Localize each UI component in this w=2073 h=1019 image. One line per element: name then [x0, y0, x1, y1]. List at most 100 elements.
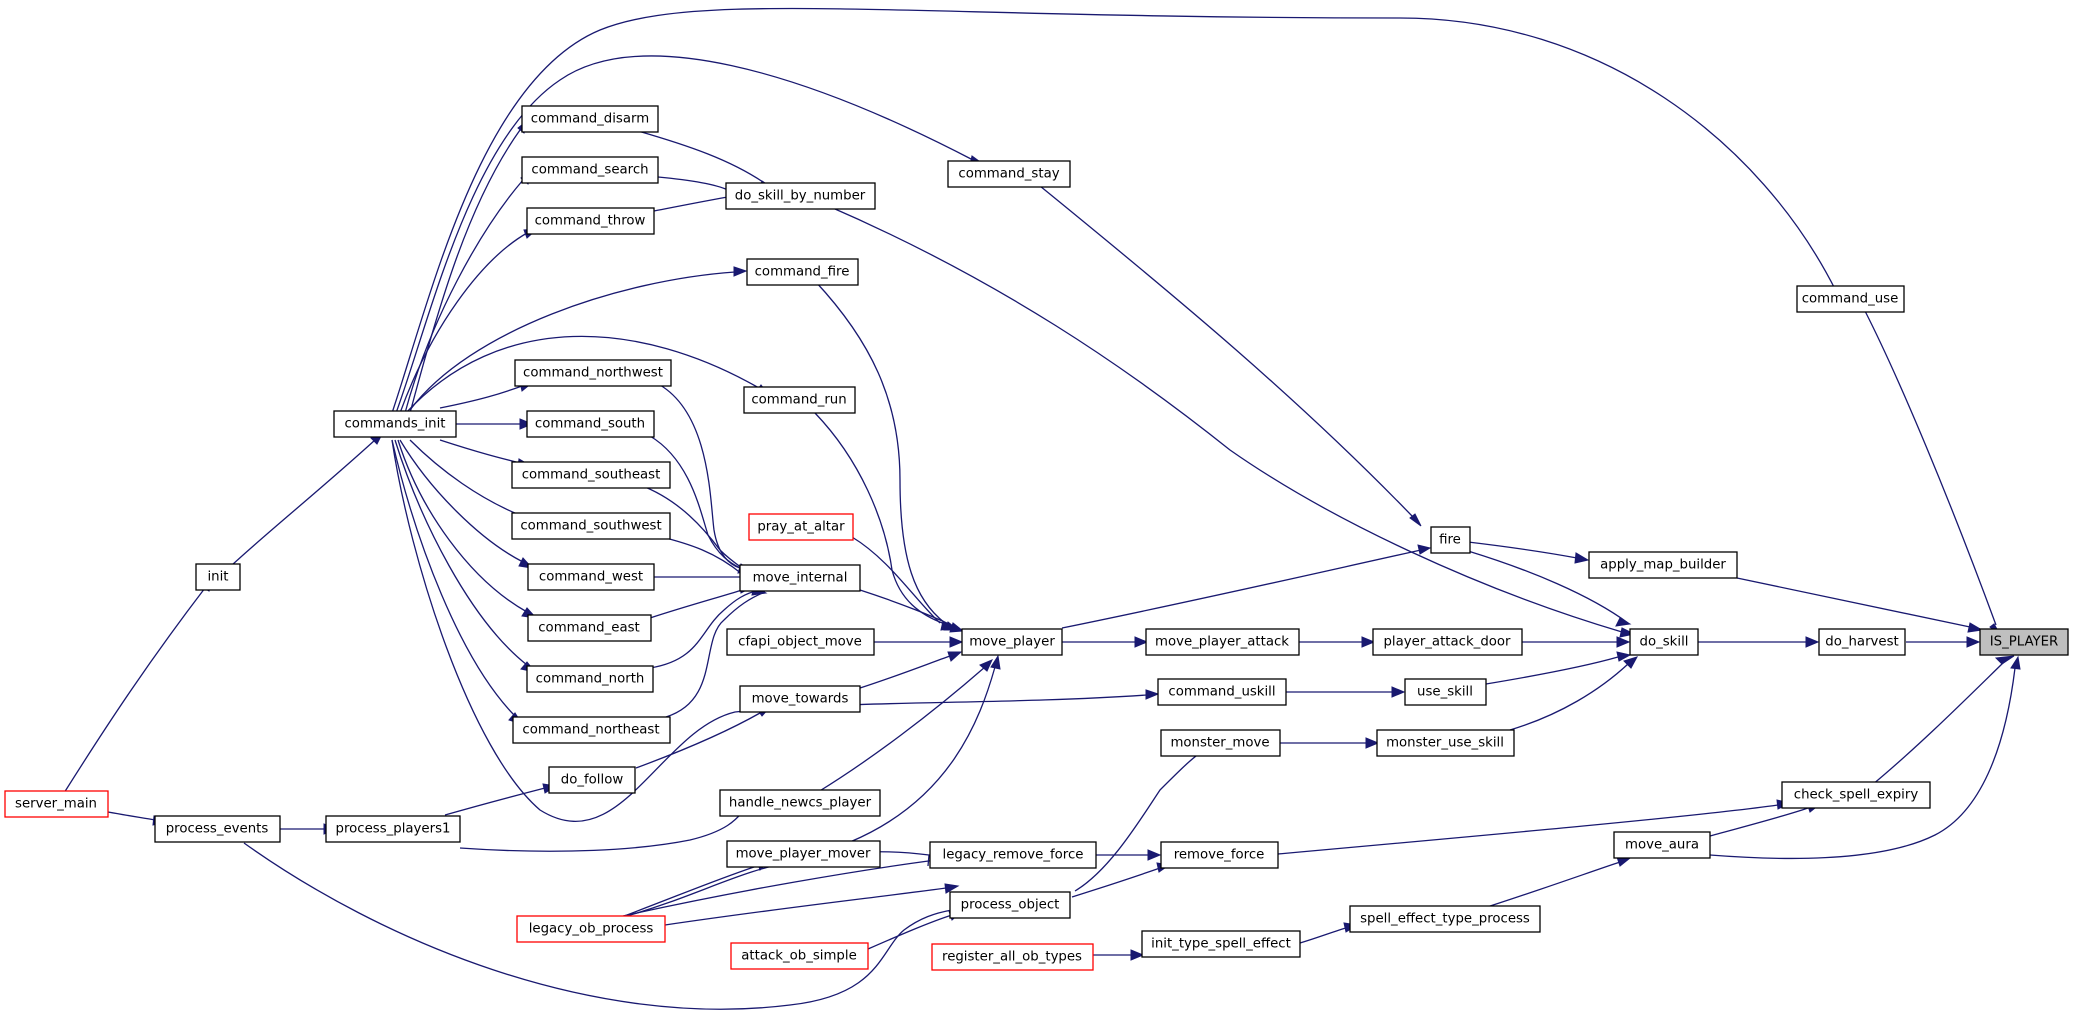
node-is-player[interactable]: IS_PLAYER: [1979, 628, 2069, 656]
node-label: command_north: [536, 672, 645, 687]
node-command-northwest[interactable]: command_northwest: [514, 359, 672, 387]
node-move-towards[interactable]: move_towards: [739, 685, 861, 713]
edge-attack_ob_simple-process_object: [867, 914, 953, 950]
node-process-players1[interactable]: process_players1: [325, 815, 461, 843]
node-move-player-attack[interactable]: move_player_attack: [1145, 628, 1300, 656]
edge-command_search-do_skill_by_number: [657, 176, 729, 191]
node-command-uskill[interactable]: command_uskill: [1157, 678, 1287, 706]
node-cfapi-object-move[interactable]: cfapi_object_move: [726, 628, 875, 656]
node-monster-move[interactable]: monster_move: [1160, 729, 1281, 757]
edge-process_object-remove_force: [1071, 867, 1161, 898]
node-command-run[interactable]: command_run: [743, 386, 856, 414]
node-use-skill[interactable]: use_skill: [1404, 678, 1487, 706]
node-command-throw[interactable]: command_throw: [526, 207, 655, 235]
node-do-skill-by-number[interactable]: do_skill_by_number: [725, 182, 876, 210]
edge-command_northwest-move_internal: [659, 384, 741, 569]
node-command-fire[interactable]: command_fire: [746, 258, 859, 286]
node-move-aura[interactable]: move_aura: [1613, 831, 1711, 859]
node-fire[interactable]: fire: [1430, 526, 1471, 554]
node-move-player-mover[interactable]: move_player_mover: [726, 840, 881, 868]
node-register-all-ob-types[interactable]: register_all_ob_types: [931, 943, 1094, 971]
node-init[interactable]: init: [195, 563, 241, 591]
edge-command_throw-do_skill_by_number: [653, 196, 729, 212]
node-label: server_main: [15, 797, 97, 812]
edge-commands_init-command_search: [404, 179, 524, 414]
edge-commands_init-command_stay: [395, 55, 974, 414]
node-label: handle_newcs_player: [729, 796, 872, 811]
node-label: command_northeast: [522, 723, 659, 738]
node-do-follow[interactable]: do_follow: [548, 766, 636, 794]
edge-check_spell_expiry-is_player: [1871, 661, 2005, 786]
node-pray-at-altar[interactable]: pray_at_altar: [748, 513, 854, 541]
node-label: attack_ob_simple: [741, 949, 857, 964]
graph-edges: [63, 7, 2016, 1010]
node-command-southwest[interactable]: command_southwest: [511, 512, 671, 540]
edge-init-commands_init: [231, 439, 376, 566]
node-command-search[interactable]: command_search: [521, 156, 659, 184]
edge-process_object-monster_move: [1074, 749, 1206, 892]
node-handle-newcs-player[interactable]: handle_newcs_player: [719, 789, 881, 817]
arrow-do_harvest: [1805, 636, 1820, 648]
node-check-spell-expiry[interactable]: check_spell_expiry: [1781, 781, 1931, 809]
node-spell-effect-type-process[interactable]: spell_effect_type_process: [1349, 905, 1541, 933]
node-move-player[interactable]: move_player: [961, 628, 1063, 656]
node-command-use[interactable]: command_use: [1796, 285, 1905, 313]
node-label: move_player: [969, 635, 1055, 650]
node-label: move_aura: [1625, 838, 1699, 853]
node-move-internal[interactable]: move_internal: [739, 564, 861, 592]
edge-command_north-move_internal: [649, 589, 761, 669]
node-player-attack-door[interactable]: player_attack_door: [1372, 628, 1523, 656]
node-legacy-ob-process[interactable]: legacy_ob_process: [516, 915, 666, 943]
arrow-remove_force: [1147, 849, 1162, 861]
arrow-move_player-6: [990, 654, 1001, 670]
node-server-main[interactable]: server_main: [4, 790, 109, 818]
node-command-disarm[interactable]: command_disarm: [521, 105, 659, 133]
node-label: do_harvest: [1825, 635, 1898, 650]
node-legacy-remove-force[interactable]: legacy_remove_force: [929, 841, 1097, 869]
node-label: move_internal: [753, 571, 848, 586]
node-command-northeast[interactable]: command_northeast: [512, 716, 671, 744]
node-do-harvest[interactable]: do_harvest: [1818, 628, 1906, 656]
node-command-west[interactable]: command_west: [527, 563, 655, 591]
edge-move_towards-move_player: [859, 655, 951, 689]
node-do-skill[interactable]: do_skill: [1629, 628, 1699, 656]
node-apply-map-builder[interactable]: apply_map_builder: [1588, 551, 1738, 579]
node-label: do_follow: [561, 773, 624, 788]
node-process-object[interactable]: process_object: [949, 891, 1071, 919]
edge-apply_map_builder-is_player: [1736, 577, 1971, 628]
edge-legacy_ob_process-legacy_remove_force: [622, 859, 937, 917]
arrow-is_player-4: [1994, 655, 2015, 665]
arrow-is_player: [1966, 636, 1981, 648]
edge-move_player_mover-move_player: [849, 666, 996, 843]
edge-commands_init-command_northeast: [391, 439, 516, 717]
node-command-southeast[interactable]: command_southeast: [511, 461, 671, 489]
node-label: command_stay: [958, 167, 1059, 182]
edge-fire-apply_map_builder: [1467, 541, 1578, 559]
arrow-move_player-5: [979, 659, 993, 672]
edge-command_southwest-move_internal: [657, 535, 743, 575]
arrow-monster_use_skill: [1365, 737, 1380, 749]
edge-commands_init-command_uskill: [391, 439, 1148, 822]
edge-commands_init-command_southwest: [409, 439, 528, 519]
node-init-type-spell-effect[interactable]: init_type_spell_effect: [1141, 930, 1301, 958]
arrow-is_player-5: [2010, 655, 2021, 670]
node-label: spell_effect_type_process: [1360, 912, 1530, 927]
node-command-stay[interactable]: command_stay: [947, 160, 1071, 188]
edge-process_events-process_object: [243, 842, 953, 1010]
edge-command_stay-fire: [1039, 185, 1414, 518]
node-command-east[interactable]: command_east: [527, 614, 652, 642]
node-monster-use-skill[interactable]: monster_use_skill: [1376, 729, 1515, 757]
node-command-north[interactable]: command_north: [526, 665, 654, 693]
node-process-events[interactable]: process_events: [154, 815, 281, 843]
edge-move_aura-is_player: [1709, 667, 2016, 860]
node-commands-init[interactable]: commands_init: [333, 410, 457, 438]
node-attack-ob-simple[interactable]: attack_ob_simple: [730, 942, 869, 970]
node-label: IS_PLAYER: [1990, 635, 2059, 650]
arrow-move_player-4: [947, 651, 963, 662]
edge-pray_at_altar-move_player: [851, 536, 941, 624]
node-remove-force[interactable]: remove_force: [1160, 841, 1279, 869]
edge-move_aura-check_spell_expiry: [1709, 807, 1809, 837]
arrow-is_player-3: [1967, 622, 1984, 633]
node-command-south[interactable]: command_south: [526, 410, 655, 438]
edge-move_internal-move_player: [859, 589, 956, 628]
